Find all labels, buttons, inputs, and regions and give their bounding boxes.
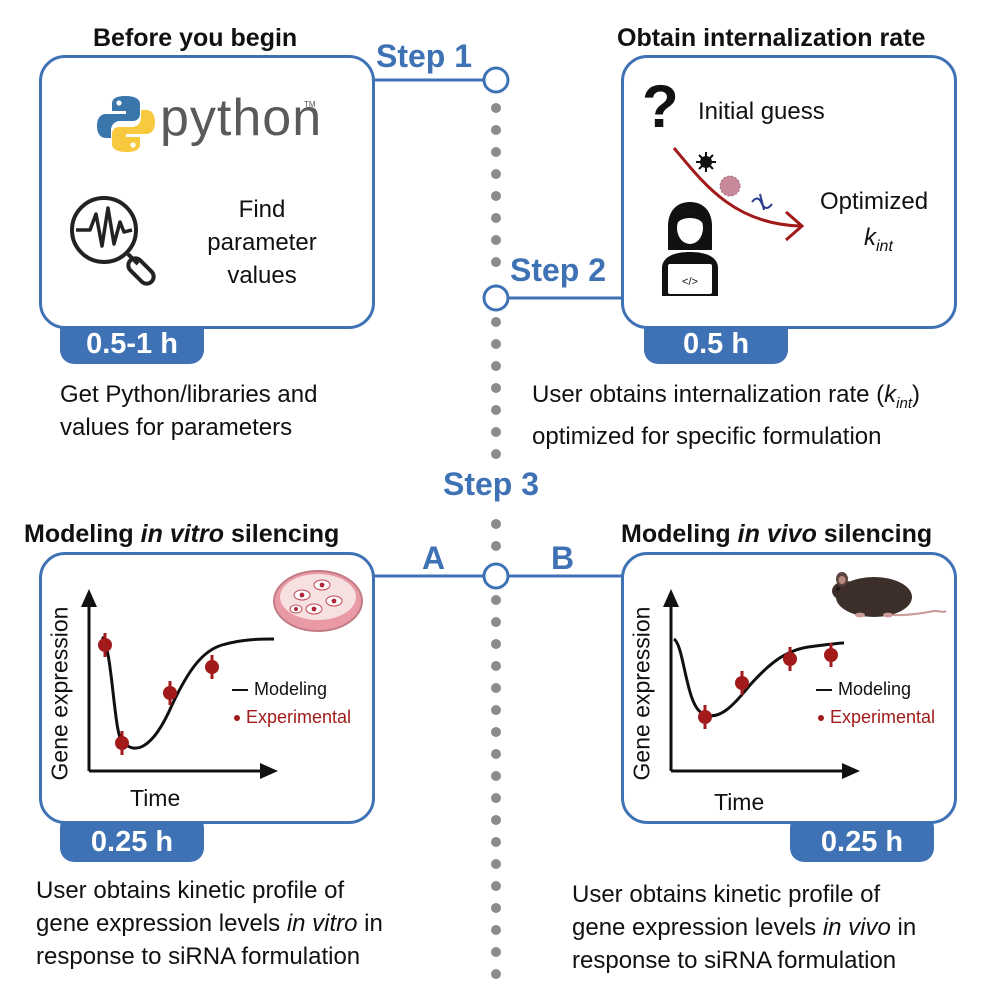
step1-node [482,66,510,94]
in-vivo-legend-experimental: Experimental [816,707,935,728]
optimized-kint: kint [864,224,893,255]
in-vitro-panel: Gene expression Time Modeling Experiment… [39,552,375,824]
in-vitro-experimental-point [205,660,219,674]
in-vitro-ylabel: Gene expression [46,606,73,781]
before-begin-description: Get Python/libraries and values for para… [60,381,318,441]
petri-dish-icon [273,570,363,632]
timeline-dots [491,103,501,979]
branch-a-label: A [422,540,446,576]
in-vitro-legend-experimental: Experimental [232,707,351,728]
step2-label: Step 2 [510,252,607,288]
svg-text:</>: </> [682,276,698,288]
nanoparticle-icon [719,175,741,197]
in-vitro-legend-modeling: Modeling [232,679,327,700]
user-laptop-icon: </> [662,202,718,296]
step1-label: Step 1 [376,38,473,74]
before-begin-panel: python TM Find parameter values [39,55,375,329]
kint-description: User obtains internalization rate (kint)… [532,381,921,450]
sirna-icon [751,193,773,211]
in-vivo-experimental-point [735,676,749,690]
in-vivo-time: 0.25 h [820,825,904,858]
virus-icon [696,152,716,172]
in-vivo-legend-modeling: Modeling [816,679,911,700]
optimized-label: Optimized [820,188,929,215]
before-begin-heading: Before you begin [93,24,298,52]
in-vivo-xlabel: Time [714,789,765,815]
python-wordmark: python [160,89,323,147]
in-vitro-experimental-points [98,633,219,755]
kint-heading: Obtain internalization rate [617,24,926,52]
in-vivo-plot [663,572,947,779]
in-vivo-experimental-point [698,710,712,724]
in-vivo-experimental-point [783,652,797,666]
before-begin-time: 0.5-1 h [86,327,178,360]
in-vitro-heading: Modeling in vitro silencing [24,520,340,548]
branch-b-label: B [551,540,575,576]
step2-node [482,284,510,312]
kint-panel: ? Initial guess Optimized kint </> [621,55,957,329]
in-vivo-description: User obtains kinetic profile of gene exp… [572,881,917,974]
python-tm: TM [304,100,316,109]
optimization-curve-arrow [672,147,805,242]
in-vivo-experimental-points [698,643,838,729]
in-vivo-ylabel: Gene expression [628,606,655,781]
in-vitro-experimental-point [115,736,129,750]
in-vitro-plot [81,570,363,779]
in-vivo-experimental-point [824,648,838,662]
step3-node [482,562,510,590]
python-logo-icon [97,96,155,152]
in-vivo-heading: Modeling in vivo silencing [621,520,933,548]
in-vitro-description: User obtains kinetic profile of gene exp… [36,877,383,970]
mouse-icon [832,572,947,618]
in-vitro-experimental-point [98,638,112,652]
find-parameter-values: Find parameter values [207,196,317,289]
in-vivo-panel: Gene expression Time Modeling Experiment… [621,552,957,824]
in-vitro-time: 0.25 h [90,825,174,858]
in-vitro-experimental-point [163,686,177,700]
magnifier-waveform-icon [70,196,156,286]
question-mark-icon: ? [642,73,679,140]
kint-time: 0.5 h [682,327,750,360]
in-vitro-xlabel: Time [130,785,181,811]
step3-label: Step 3 [443,466,540,502]
initial-guess-label: Initial guess [698,98,825,125]
